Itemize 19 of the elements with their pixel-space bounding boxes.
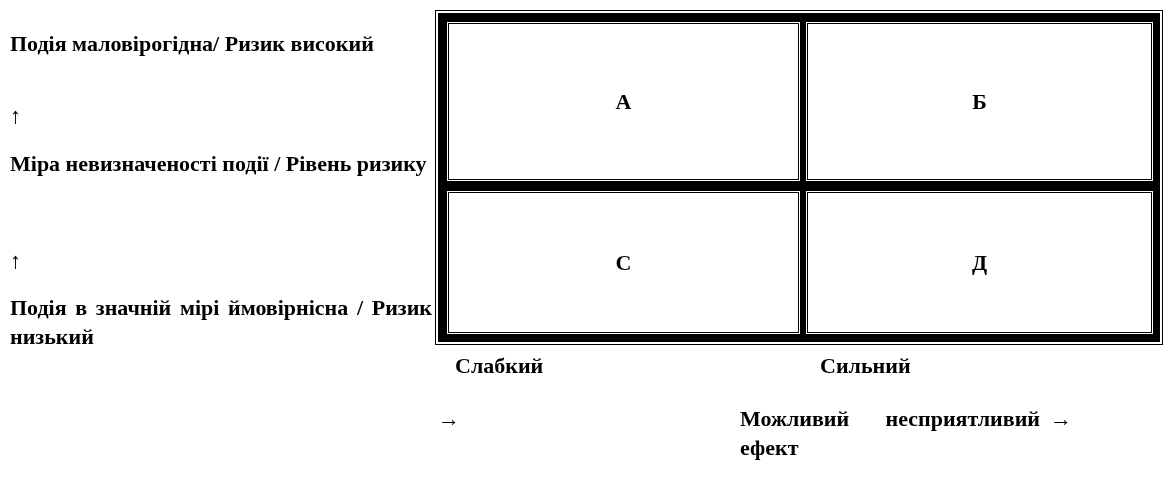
matrix-frame (435, 10, 1163, 345)
quadrant-letter: Д (971, 249, 988, 276)
quadrant-cell (448, 192, 799, 333)
quadrant-letter: А (615, 88, 632, 115)
quadrant-cell (448, 23, 799, 180)
quadrant-letter: Б (972, 88, 987, 115)
quadrant-cell (807, 23, 1152, 180)
axis-label: Сильний (820, 352, 911, 380)
direction-arrow: ↑ (10, 102, 21, 130)
direction-arrow: → (1050, 405, 1072, 433)
direction-arrow: → (438, 405, 460, 433)
axis-label: Слабкий (455, 352, 544, 380)
axis-label: Можливий несприятливий ефект (740, 405, 1040, 462)
axis-label: Подія в значній мірі ймовірнісна / Ризик низький (10, 294, 432, 351)
axis-label: Міра невизначеності події / Рівень ризику (10, 150, 428, 178)
direction-arrow: ↑ (10, 247, 21, 275)
quadrant-cell (807, 192, 1152, 333)
quadrant-letter: С (615, 249, 632, 276)
axis-label: Подія маловірогідна/ Ризик високий (10, 30, 375, 58)
